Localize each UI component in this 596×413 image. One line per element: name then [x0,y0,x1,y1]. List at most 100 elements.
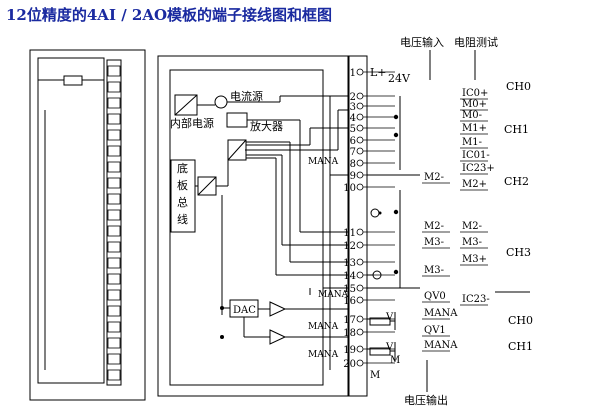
front-pin [107,321,121,333]
terminal-screw [356,124,364,132]
terminal-number: 3 [350,102,356,113]
module-front-slot [106,59,122,386]
terminal-number: 9 [350,171,356,182]
terminal-screw [356,345,364,353]
v-label-1: V [385,312,394,323]
module-front-inner [37,57,105,384]
terminal-number: 6 [350,136,356,147]
terminal-screw [356,171,364,179]
page-title: 12位精度的4AI / 2AO模板的端子接线图和框图 [6,6,333,24]
signal-label-m3m_b: M3- [462,237,482,248]
terminal-screw [356,147,364,155]
terminal-screw [356,136,364,144]
resistance-test-label: 电阻测试 [454,36,498,49]
m-label-1: M [390,355,400,366]
v-label-2: V [385,342,394,353]
terminal-screw [356,328,364,336]
signal-label-ic23m: IC23- [462,294,490,305]
terminal-screw [356,113,364,121]
terminal-number: 15 [343,284,356,295]
current-source-label: 电流源 [230,89,263,103]
terminal-number: 8 [350,159,356,170]
channel-label: CH2 [504,175,529,188]
block-outline [157,55,349,397]
terminal-screw [356,271,364,279]
front-pin [107,129,121,141]
output-amp-2 [269,329,287,345]
terminal-number: 1 [350,68,356,79]
signal-label-m2m_b: M2- [462,221,482,232]
terminal-number: 18 [343,328,356,339]
amplifier-box [226,112,248,128]
backplane-bus-char-3: 总 [177,195,188,209]
voltage-output-label: 电压输出 [404,393,448,407]
front-pin [107,145,121,157]
signal-label-m2m_left: M2- [424,172,444,183]
terminal-number: 2 [350,92,356,103]
mana-label-2: MANA [318,290,349,300]
terminal-screw [356,183,364,191]
signal-label-m0p: M0+ [462,99,487,110]
signal-label-m2p: M2+ [462,179,487,190]
module-front-label [63,75,83,86]
signal-label-ic01: IC01- [462,150,490,161]
terminal-screw [356,296,364,304]
terminal-number: 20 [343,359,356,370]
current-probe-1 [370,208,380,218]
terminal-screw [356,359,364,367]
front-pin [107,353,121,365]
terminal-number: 7 [350,147,356,158]
backplane-bus-char-1: 底 [177,161,188,175]
amplifier-label: 放大器 [250,119,283,133]
front-pin [107,337,121,349]
terminal-screw [356,102,364,110]
front-pin [107,241,121,253]
terminal-number: 14 [343,271,356,282]
internal-power-label: 内部电源 [170,116,214,130]
terminal-number: 16 [343,296,356,307]
front-pin [107,305,121,317]
terminal-number: 12 [343,241,356,252]
signal-label-m1m: M1- [462,137,482,148]
front-pin [107,81,121,93]
terminal-strip [348,55,368,397]
channel-label: CH1 [504,123,529,136]
current-source-icon [214,95,228,109]
signal-label-ic23: IC23+ [462,163,495,174]
front-pin [107,65,121,77]
terminal-number: 4 [350,113,356,124]
signal-label-ic0: IC0+ [462,88,488,99]
front-pin [107,97,121,109]
terminal-number: 5 [350,124,356,135]
signal-label-qv1: QV1 [424,325,446,336]
signal-label-m0m: M0- [462,110,482,121]
mana-label-3: MANA [308,322,339,332]
front-pin [107,113,121,125]
terminal-number: 19 [343,345,356,356]
signal-label-mana2: MANA [424,340,458,351]
terminal-screw [356,284,364,292]
terminal-screw [356,315,364,323]
front-pin [107,161,121,173]
channel-label: CH0 [508,314,533,327]
front-pin [107,257,121,269]
terminal-number: 17 [343,315,356,326]
voltage-input-label: 电压输入 [400,35,444,49]
backplane-bus-char-4: 线 [177,212,188,226]
terminal-screw [356,92,364,100]
signal-label-m1p: M1+ [462,123,487,134]
output-amp-1 [269,301,287,317]
signal-label-m3m_c: M3- [424,265,444,276]
signal-labels: IC0+M0+M0-M1+M1-IC01-IC23+M2-M2+M2-M2-M3… [422,50,533,392]
m-label-2: M [370,370,380,381]
front-pin [107,289,121,301]
front-pin [107,225,121,237]
signal-label-mana1: MANA [424,308,458,319]
channel-label: CH1 [508,340,533,353]
terminal-screw [356,258,364,266]
channel-label: CH0 [506,80,531,93]
front-pin [107,177,121,189]
backplane-bus-char-2: 板 [177,178,188,192]
